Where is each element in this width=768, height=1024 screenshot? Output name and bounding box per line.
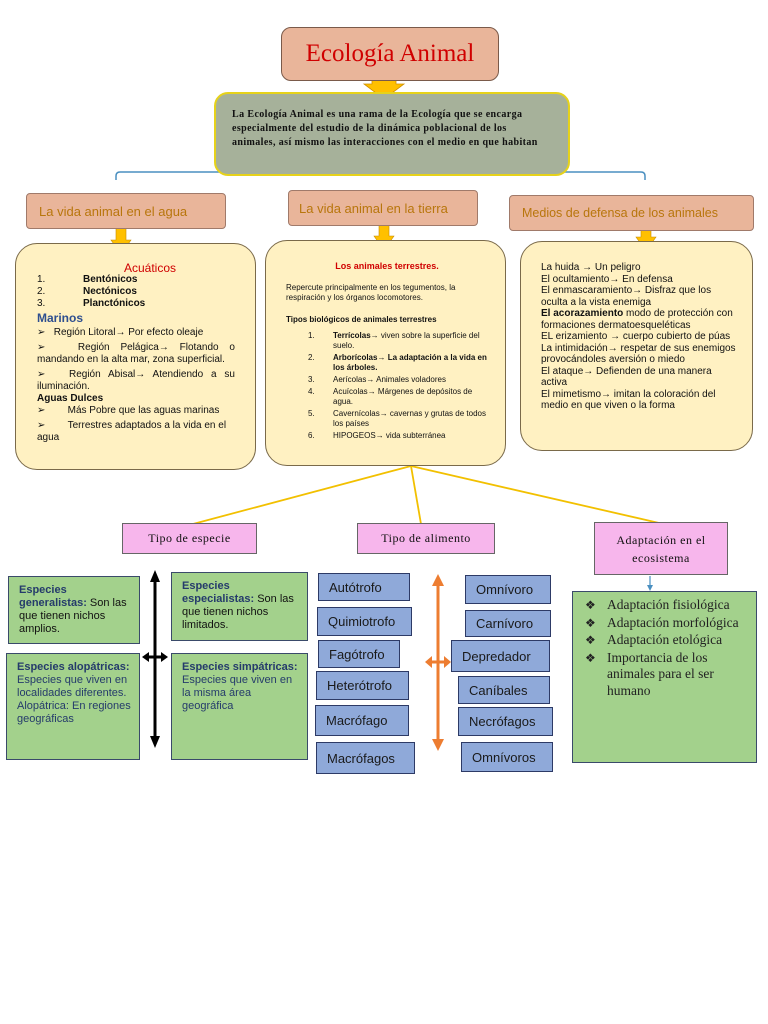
list-item: El mimetismo→ imitan la coloración del m… [541, 388, 716, 412]
generalistas-box: Especies generalistas: Son las que tiene… [8, 576, 140, 644]
intro-box: La Ecología Animal es una rama de la Eco… [214, 92, 570, 176]
list-item: ➢ Región Litoral→ Por efecto oleaje [37, 327, 204, 338]
list-item: ➢ Región Pelágica→ Flotando o mandando e… [37, 342, 235, 365]
bullet-icon: ➢ [37, 420, 46, 431]
especie-arrow-down [150, 736, 160, 748]
list-item: ➢ Más Pobre que las aguas marinas [37, 405, 220, 416]
list-item: 3.Aerícolas→ Animales voladores [308, 375, 446, 384]
list-item: ❖Importancia de los animales para el ser… [581, 650, 748, 700]
especie-arrow-up [150, 570, 160, 582]
list-item: 6.HIPOGEOS→ vida subterránea [308, 431, 446, 440]
tipo-alimento-box: Tipo de alimento [357, 523, 495, 554]
page-title: Ecología Animal [305, 40, 475, 67]
fan-line-right [410, 465, 660, 524]
list-item: 2.Nectónicos [37, 286, 137, 297]
acuaticos-title: Acuáticos [123, 261, 177, 275]
alimento-item: Caníbales [458, 676, 550, 704]
adaptacion-arrow-head [647, 585, 653, 591]
alopatricas-box: Especies alopátricas:Especies que viven … [6, 653, 140, 760]
alimento-item: Macrófago [315, 705, 409, 736]
list-item: El acorazamiento modo de protección con … [541, 308, 733, 331]
category-agua-label: La vida animal en el agua [39, 203, 188, 219]
intro-text: La Ecología Animal es una rama de la Eco… [232, 109, 538, 148]
list-item: ❖Adaptación morfológica [581, 615, 748, 632]
bullet-icon: ➢ [37, 342, 46, 353]
list-item: La huida → Un peligro [541, 262, 641, 273]
alimento-item: Quimiotrofo [317, 607, 412, 636]
tierra-box: Los animales terrestres. Repercute princ… [265, 240, 506, 466]
category-tierra: La vida animal en la tierra [288, 190, 478, 226]
tipo-especie-box: Tipo de especie [122, 523, 257, 554]
diamond-bullet-icon: ❖ [585, 650, 596, 665]
bullet-icon: ➢ [37, 327, 46, 338]
list-item: 5.Cavernícolas→ cavernas y grutas de tod… [308, 409, 486, 428]
especie-arrow-right [161, 652, 168, 662]
alimento-item: Necrófagos [458, 707, 553, 736]
list-item: ❖Adaptación etológica [581, 632, 748, 649]
list-item: 4.Acuícolas→ Márgenes de depósitos de ag… [308, 387, 473, 406]
marinos-heading: Marinos [37, 311, 84, 325]
tipo-especie-label: Tipo de especie [148, 531, 231, 545]
defensa-box: La huida → Un peligro El ocultamiento→ E… [520, 241, 753, 451]
list-item: El ataque→ Defienden de una manera activ… [541, 365, 712, 389]
title-box: Ecología Animal [281, 27, 499, 81]
fan-line-left [192, 465, 412, 525]
alimento-arrow-down [432, 739, 444, 751]
alimento-item: Omnívoro [465, 575, 551, 604]
adaptacion-box: Adaptación en el ecosistema [594, 522, 728, 575]
adaptacion-label: Adaptación en el ecosistema [616, 532, 706, 565]
alimento-item: Depredador [451, 640, 550, 672]
bullet-icon: ➢ [37, 369, 46, 380]
diamond-bullet-icon: ❖ [585, 615, 596, 630]
terrestres-paragraph: Repercute principalmente en los tegument… [286, 283, 456, 302]
especialistas-box: Especies especialistas: Son las que tien… [171, 572, 308, 641]
category-defensa-label: Medios de defensa de los animales [522, 206, 718, 220]
list-item: La intimidación→ respetar de sus enemigo… [541, 342, 736, 366]
tipo-alimento-label: Tipo de alimento [381, 531, 471, 545]
category-defensa: Medios de defensa de los animales [509, 195, 754, 231]
alimento-item: Carnívoro [465, 610, 551, 637]
tipos-heading: Tipos biológicos de animales terrestres [286, 315, 437, 324]
diamond-bullet-icon: ❖ [585, 633, 596, 647]
especie-arrow-left [142, 652, 149, 662]
list-item: 1.Terrícolas→ viven sobre la superficie … [308, 331, 480, 350]
list-item: El enmascaramiento→ Disfraz que los ocul… [541, 285, 712, 308]
alimento-item: Omnívoros [461, 742, 553, 772]
fan-line-center [410, 465, 422, 525]
bullet-icon: ➢ [37, 405, 46, 416]
alimento-item: Autótrofo [318, 573, 410, 601]
alimento-item: Fagótrofo [318, 640, 400, 668]
list-item: El ocultamiento→ En defensa [541, 273, 673, 285]
list-item: ❖Adaptación fisiológica [581, 597, 748, 614]
list-item: ➢ Terrestres adaptados a la vida en el a… [37, 420, 227, 443]
simpatricas-box: Especies simpátricas:Especies que viven … [171, 653, 308, 760]
tipos-list: 1.Terrícolas→ viven sobre la superficie … [308, 331, 488, 441]
diamond-bullet-icon: ❖ [585, 598, 596, 612]
category-tierra-label: La vida animal en la tierra [299, 200, 448, 216]
category-agua: La vida animal en el agua [26, 193, 226, 229]
list-item: 3.Planctónicos [37, 298, 146, 309]
terrestres-title: Los animales terrestres. [335, 261, 439, 271]
alimento-arrow-left [425, 656, 432, 668]
list-item: ➢ Región Abisal→ Atendiendo a su ilumina… [37, 369, 235, 392]
alimento-arrow-up [432, 574, 444, 586]
alimento-arrow-right [444, 656, 451, 668]
aguas-dulces-heading: Aguas Dulces [37, 393, 104, 404]
list-item: EL erizamiento → cuerpo cubierto de púas [541, 331, 731, 342]
agua-box: Acuáticos 1.Bentónicos 2.Nectónicos 3.Pl… [15, 243, 256, 470]
list-item: 1.Bentónicos [37, 274, 138, 285]
adaptaciones-box: ❖Adaptación fisiológica ❖Adaptación morf… [572, 591, 757, 763]
list-item: 2.Arborícolas→ La adaptación a la vida e… [308, 353, 487, 372]
alimento-item: Heterótrofo [316, 671, 409, 700]
alimento-item: Macrófagos [316, 742, 415, 774]
